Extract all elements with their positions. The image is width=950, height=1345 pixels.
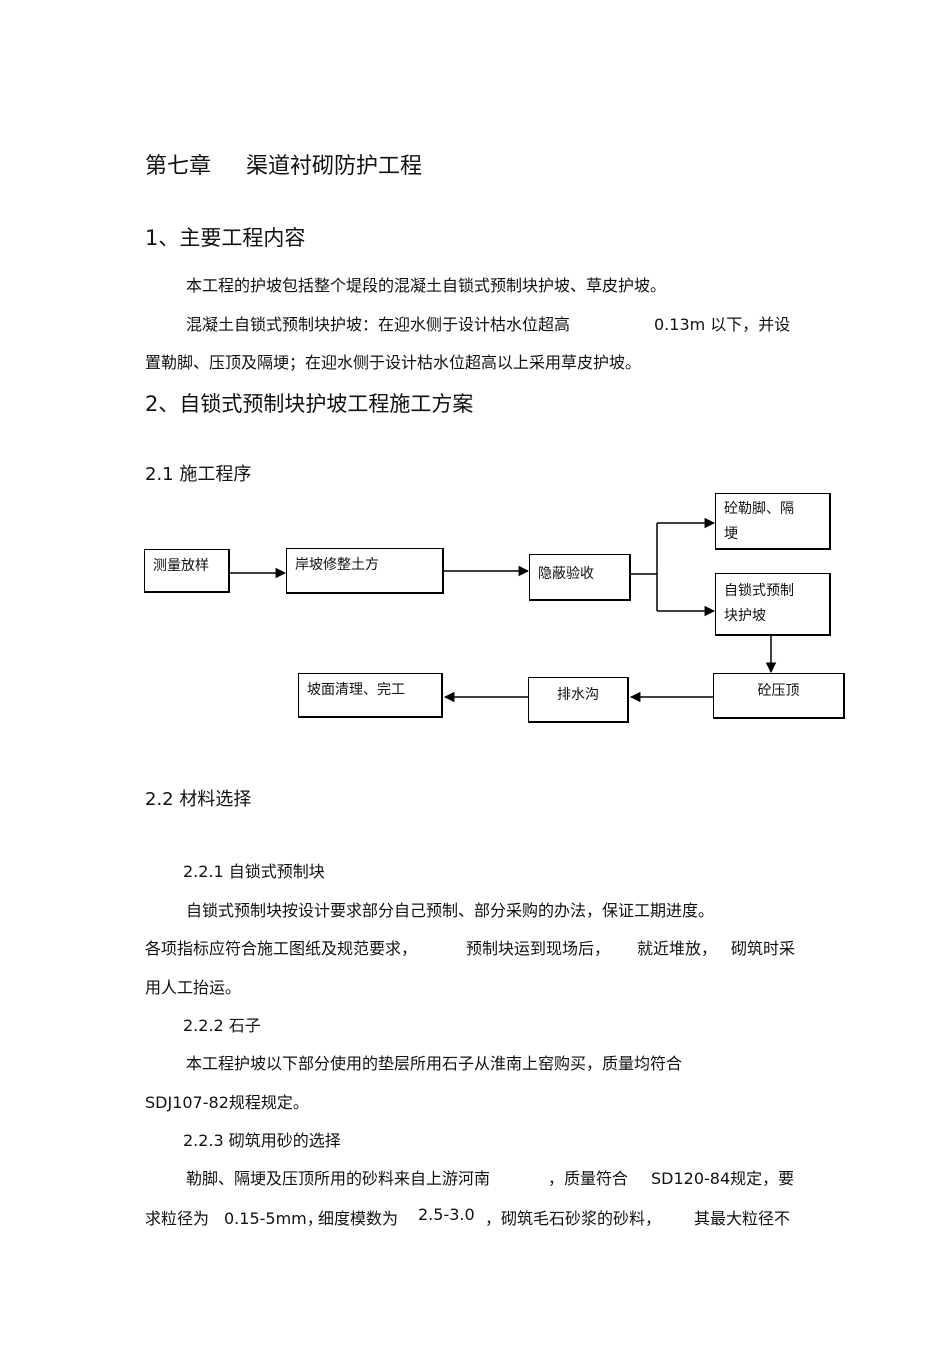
para-2-2-1-line-2-b: 预制块运到现场后， [466, 939, 611, 958]
chapter-number: 第七章 [145, 154, 212, 179]
flow-box-slope-earthwork-label: 岸坡修整土方 [295, 557, 379, 573]
flow-box-block-slope: 自锁式预制 块护坡 [715, 573, 831, 636]
subsection-2-2-3-heading: 2.2.3 砌筑用砂的选择 [183, 1131, 341, 1150]
flow-box-toe-wall-line-1: 砼勒脚、隔 [724, 501, 794, 517]
para-2-2-3-line-2-c: 细度模数为 [318, 1209, 399, 1228]
section-1-paragraph-2-a: 混凝土自锁式预制块护坡：在迎水侧于设计枯水位超高 [186, 315, 571, 334]
flow-box-hidden-inspection-label: 隐蔽验收 [538, 566, 594, 582]
flow-box-coping-label: 砼压顶 [757, 683, 800, 699]
flow-box-measure: 测量放样 [144, 549, 230, 593]
flow-box-cleanup: 坡面清理、完工 [298, 673, 443, 718]
chapter-title: 渠道衬砌防护工程 [246, 154, 423, 179]
flow-box-cleanup-label: 坡面清理、完工 [307, 682, 405, 698]
section-1-paragraph-2-b: 0.13m 以下，并设 [654, 315, 791, 334]
subsection-2-2-heading: 2.2 材料选择 [145, 789, 252, 810]
subsection-2-2-1-heading: 2.2.1 自锁式预制块 [183, 862, 325, 881]
para-2-2-3-line-1-a: 勒脚、隔埂及压顶所用的砂料来自上游河南 [186, 1169, 491, 1188]
para-2-2-1-line-1: 自锁式预制块按设计要求部分自己预制、部分采购的办法，保证工期进度。 [186, 901, 715, 920]
para-2-2-3-line-2-a: 求粒径为 [145, 1209, 210, 1228]
para-2-2-2-line-2: SDJ107-82规程规定。 [145, 1093, 309, 1112]
flow-box-drain: 排水沟 [528, 677, 629, 723]
para-2-2-3-line-2-b: 0.15-5mm， [224, 1209, 323, 1228]
para-2-2-3-line-2-d: 2.5-3.0 [418, 1205, 475, 1224]
flow-box-measure-label: 测量放样 [153, 558, 209, 574]
para-2-2-3-line-2-f: 其最大粒径不 [694, 1209, 791, 1228]
para-2-2-1-line-3: 用人工抬运。 [145, 978, 242, 997]
section-1-heading: 1、主要工程内容 [145, 226, 306, 250]
flow-box-block-slope-line-1: 自锁式预制 [724, 583, 794, 599]
flow-box-toe-wall-line-2: 埂 [724, 526, 738, 542]
flow-box-block-slope-line-2: 块护坡 [724, 608, 766, 624]
para-2-2-2-line-1: 本工程护坡以下部分使用的垫层所用石子从淮南上窑购买，质量均符合 [186, 1054, 683, 1073]
flow-box-coping: 砼压顶 [713, 673, 845, 719]
para-2-2-1-line-2-c: 就近堆放， [637, 939, 718, 958]
para-2-2-3-line-2-e: ，砌筑毛石砂浆的砂料， [485, 1209, 662, 1228]
section-2-heading: 2、自锁式预制块护坡工程施工方案 [145, 392, 474, 416]
flow-box-toe-wall: 砼勒脚、隔 埂 [715, 493, 831, 550]
section-1-paragraph-2-line-2: 置勒脚、压顶及隔埂；在迎水侧于设计枯水位超高以上采用草皮护坡。 [145, 353, 642, 372]
para-2-2-3-line-1-b: ，质量符合 [548, 1169, 629, 1188]
flow-box-slope-earthwork: 岸坡修整土方 [286, 548, 444, 594]
para-2-2-1-line-2-a: 各项指标应符合施工图纸及规范要求， [145, 939, 418, 958]
subsection-2-1-heading: 2.1 施工程序 [145, 464, 252, 485]
flow-box-hidden-inspection: 隐蔽验收 [529, 554, 631, 601]
para-2-2-1-line-2-d: 砌筑时采 [731, 939, 796, 958]
para-2-2-3-line-1-c: SD120-84规定，要 [651, 1169, 795, 1188]
subsection-2-2-2-heading: 2.2.2 石子 [183, 1016, 261, 1035]
flow-box-drain-label: 排水沟 [557, 687, 599, 703]
section-1-paragraph-1: 本工程的护坡包括整个堤段的混凝土自锁式预制块护坡、草皮护坡。 [186, 276, 667, 295]
